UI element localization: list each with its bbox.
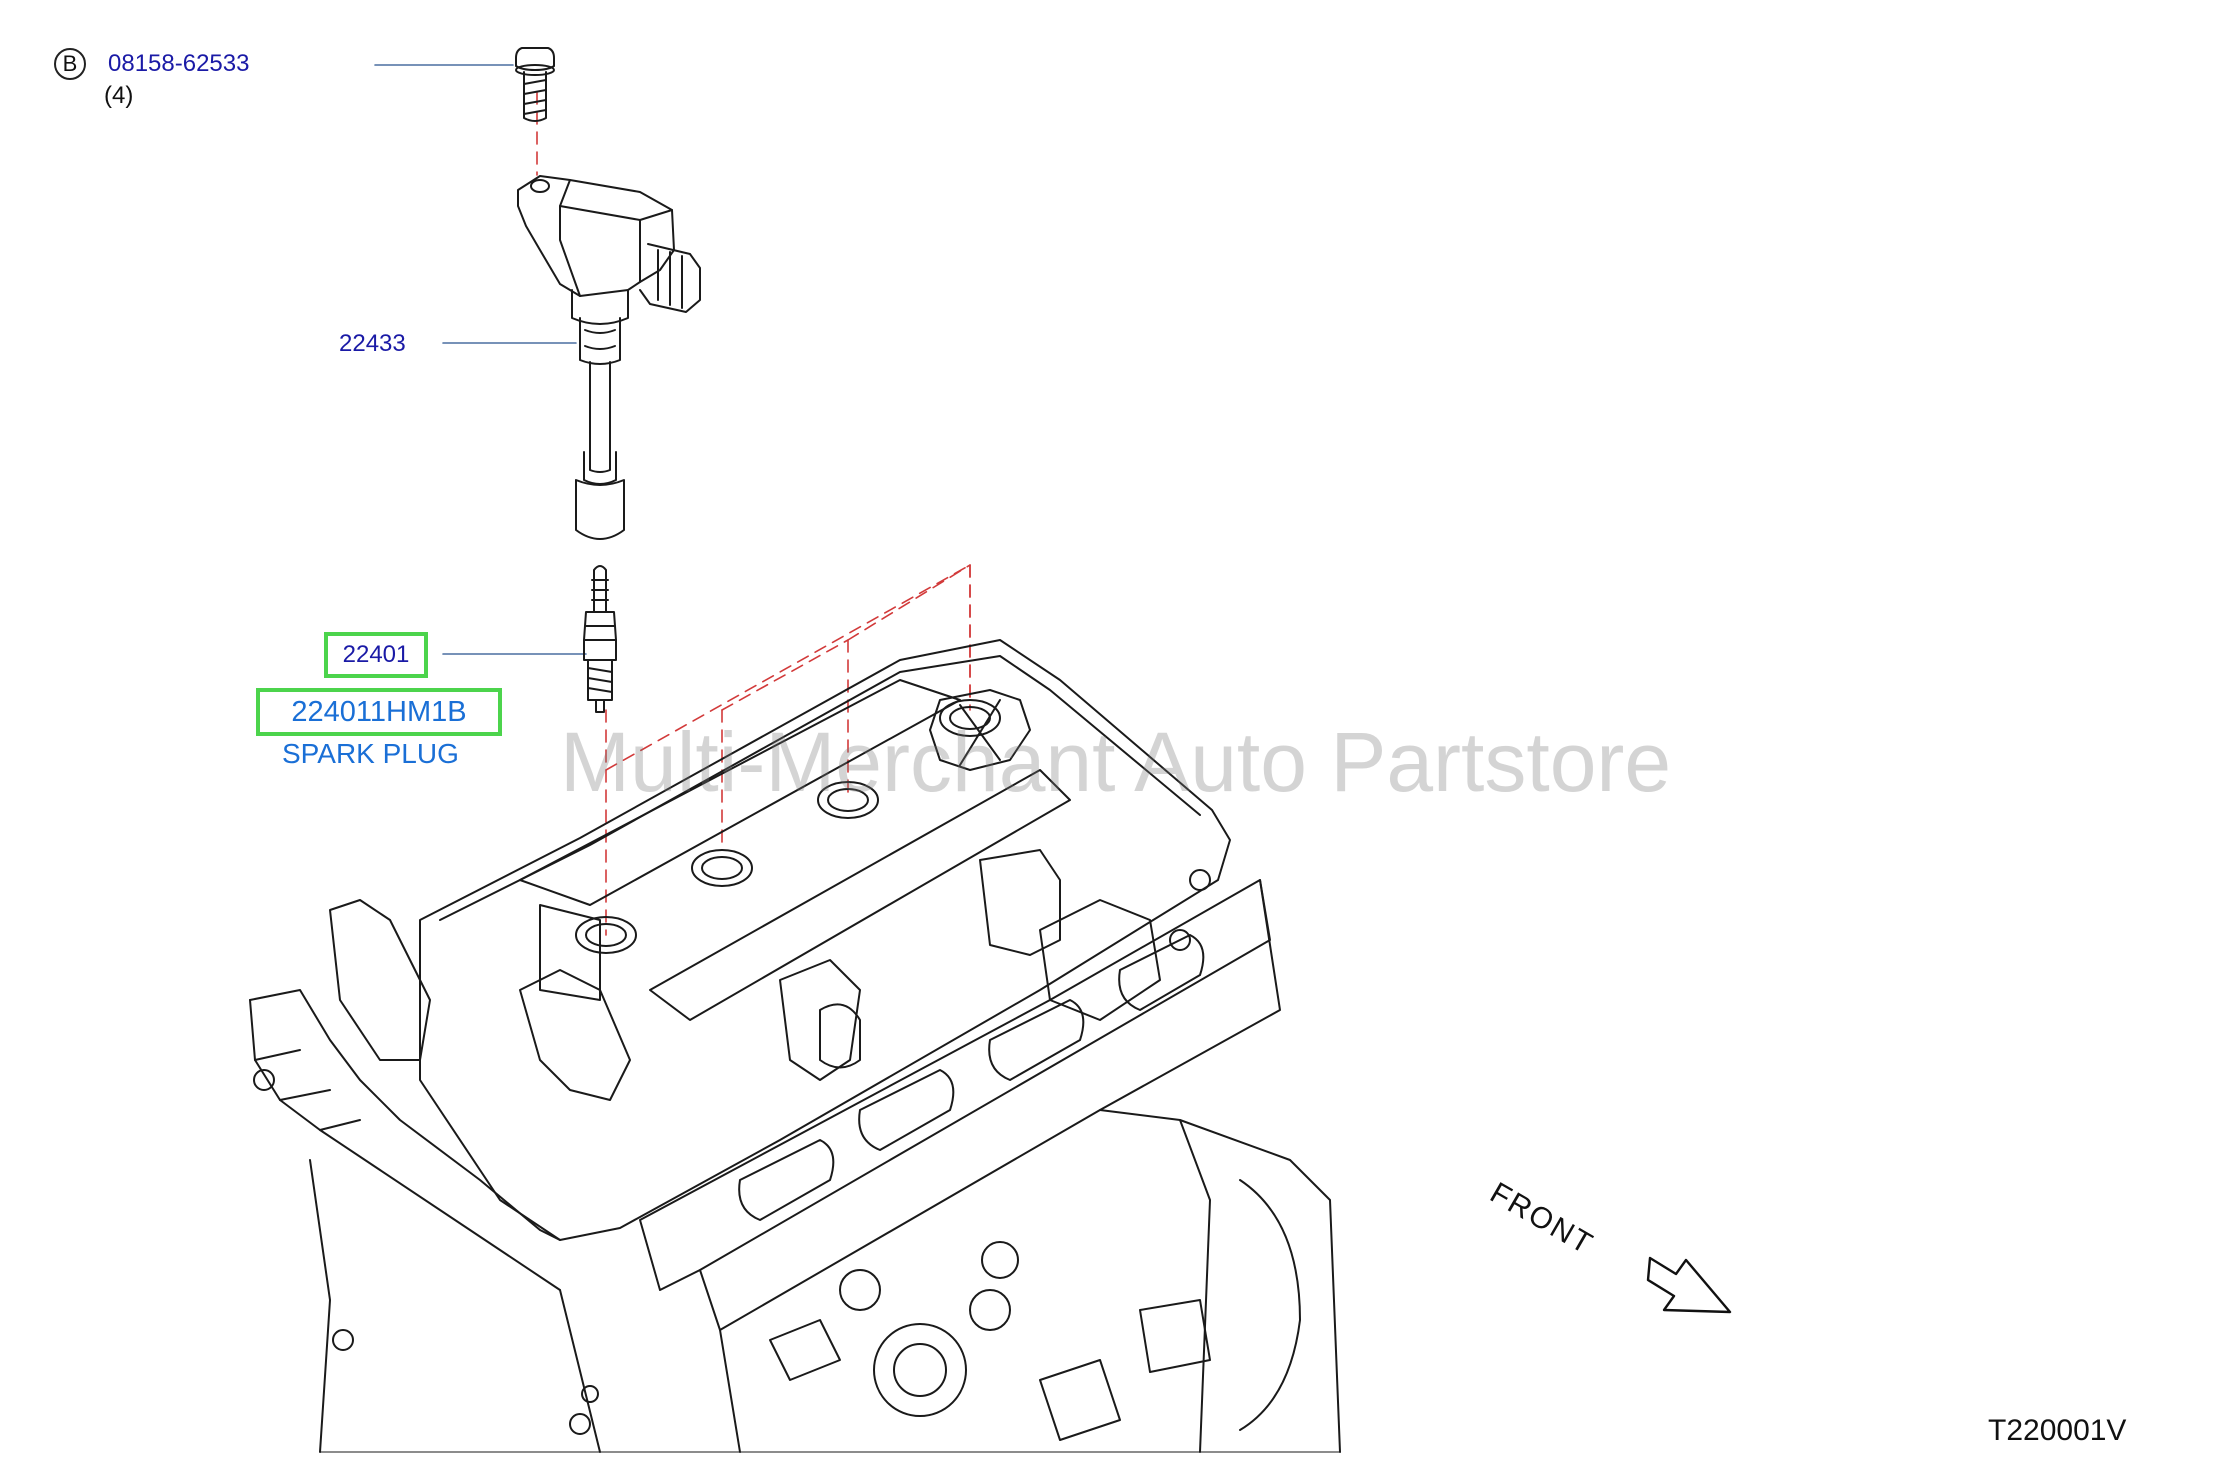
spark-plug-part-number-link[interactable]: 22401 — [342, 641, 410, 668]
spark-plug-alt-part-number-highlight[interactable]: 224011HM1B — [256, 688, 502, 736]
coil-part-number-link[interactable]: 22433 — [339, 330, 406, 357]
bolt-quantity: (4) — [104, 82, 134, 109]
bolt-marker-badge: B — [54, 48, 86, 80]
bolt-part-number-link[interactable]: 08158-62533 — [108, 50, 250, 77]
engine-head-drawing — [249, 639, 1341, 1453]
spark-plug-part-number-highlight[interactable]: 22401 — [324, 632, 428, 678]
spark-plug-drawing — [583, 565, 617, 713]
spark-plug-name-label: SPARK PLUG — [282, 738, 459, 769]
leader-lines — [374, 64, 587, 655]
spark-plug-alt-part-number-link[interactable]: 224011HM1B — [291, 695, 467, 728]
drawing-id-label: T220001V — [1988, 1414, 2127, 1447]
watermark-text: Multi-Merchant Auto Partstore — [560, 715, 1672, 809]
bolt-drawing — [515, 47, 555, 122]
ignition-coil-drawing — [517, 175, 701, 540]
front-arrow-icon — [1646, 1256, 1732, 1314]
